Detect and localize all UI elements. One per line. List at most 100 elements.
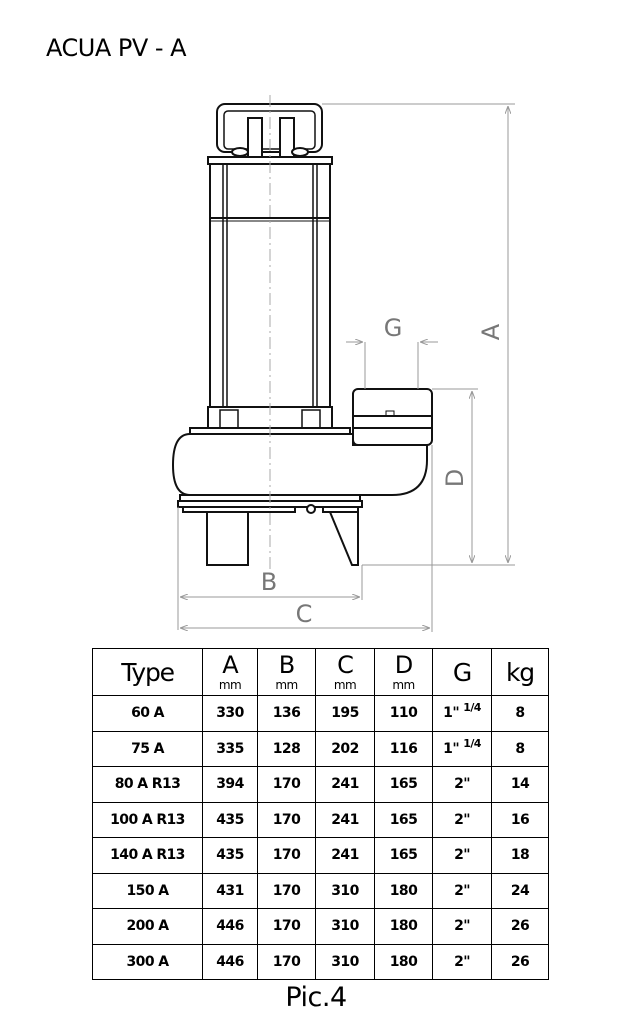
cell-type-value: 75 A (131, 740, 164, 757)
cell-type-value: 200 A (126, 918, 170, 935)
table-row: 300 A 446 170 310 180 2" 26 (92, 943, 549, 980)
cell-b: 170 (257, 943, 316, 980)
cell-a: 446 (202, 943, 258, 980)
cell-d: 180 (374, 943, 433, 980)
cell-type: 140 A R13 (92, 837, 203, 874)
cell-c: 202 (315, 730, 375, 767)
cell-g-value: 2" (454, 811, 470, 828)
header-d-label: D (394, 651, 413, 679)
cell-b-value: 170 (272, 882, 301, 899)
cell-c-value: 241 (331, 847, 359, 864)
header-b-label: B (278, 651, 295, 679)
cell-c-value: 310 (331, 882, 359, 899)
cell-g-value: 2" (454, 776, 470, 793)
dimension-label-g: G (384, 314, 403, 342)
cell-g: 2" (432, 766, 492, 803)
cell-g: 1" 1/4 (432, 730, 492, 767)
page-title: ACUA PV - A (46, 34, 187, 62)
cell-type-value: 80 A R13 (114, 776, 181, 793)
cell-a-value: 335 (216, 740, 244, 757)
cell-a-value: 431 (216, 882, 244, 899)
cell-g-value: 1" (443, 705, 460, 722)
cell-c-value: 310 (331, 918, 359, 935)
cell-c-value: 202 (331, 740, 359, 757)
header-g: G (432, 648, 492, 696)
cell-d-value: 180 (389, 953, 418, 970)
cell-g-fraction: 1/4 (463, 701, 481, 715)
header-a-label: A (222, 651, 238, 679)
table-row: 150 A 431 170 310 180 2" 24 (92, 872, 549, 909)
cell-c: 241 (315, 801, 375, 838)
cell-b: 170 (257, 766, 316, 803)
cell-c: 241 (315, 837, 375, 874)
cell-kg-value: 26 (510, 918, 530, 935)
cell-kg-value: 26 (510, 953, 530, 970)
cell-kg: 24 (491, 872, 549, 909)
cell-type-value: 300 A (126, 953, 170, 970)
cell-b: 136 (257, 695, 316, 732)
cell-kg: 26 (491, 943, 549, 980)
cell-a: 330 (202, 695, 258, 732)
cell-type: 60 A (92, 695, 203, 732)
cell-kg-value: 16 (510, 811, 530, 828)
cell-g: 1" 1/4 (432, 695, 492, 732)
cell-a: 435 (202, 837, 258, 874)
cell-type: 150 A (92, 872, 203, 909)
cell-d: 180 (374, 908, 433, 945)
cell-d-value: 180 (389, 918, 418, 935)
cell-type: 300 A (92, 943, 203, 980)
dimension-label-c: C (296, 600, 313, 628)
cell-g: 2" (432, 872, 492, 909)
cell-kg: 16 (491, 801, 549, 838)
cell-b-value: 170 (272, 776, 301, 793)
cell-c-value: 310 (331, 953, 359, 970)
cell-type: 100 A R13 (92, 801, 203, 838)
cell-b: 170 (257, 872, 316, 909)
cell-b-value: 128 (272, 740, 301, 757)
cell-d-value: 116 (389, 740, 418, 757)
cell-a-value: 446 (216, 953, 244, 970)
cell-c: 310 (315, 943, 375, 980)
dimension-label-b: B (261, 568, 277, 596)
cell-c: 310 (315, 872, 375, 909)
cell-a: 335 (202, 730, 258, 767)
cell-kg: 14 (491, 766, 549, 803)
cell-b-value: 170 (272, 811, 301, 828)
cell-d-value: 180 (389, 882, 418, 899)
cell-type: 75 A (92, 730, 203, 767)
cell-d-value: 165 (389, 811, 418, 828)
cell-a-value: 394 (216, 776, 244, 793)
cell-type: 80 A R13 (92, 766, 203, 803)
cell-kg-value: 24 (510, 882, 530, 899)
cell-kg-value: 14 (510, 776, 530, 793)
cell-d: 110 (374, 695, 433, 732)
header-type: Type (92, 648, 203, 696)
cell-kg: 26 (491, 908, 549, 945)
cell-kg-value: 8 (515, 705, 525, 722)
cell-type-value: 100 A R13 (110, 811, 185, 828)
cell-b: 170 (257, 908, 316, 945)
cell-d: 165 (374, 801, 433, 838)
cell-type: 200 A (92, 908, 203, 945)
cell-type-value: 140 A R13 (110, 847, 185, 864)
cell-a: 435 (202, 801, 258, 838)
dimension-lines (177, 103, 515, 632)
cell-d-value: 165 (389, 776, 418, 793)
cell-kg: 8 (491, 730, 549, 767)
figure-caption: Pic.4 (285, 982, 347, 1013)
cell-g: 2" (432, 943, 492, 980)
cell-kg-value: 18 (510, 847, 530, 864)
header-b-unit: mm (275, 678, 298, 692)
cell-b-value: 170 (272, 847, 301, 864)
cell-g: 2" (432, 837, 492, 874)
cell-a: 431 (202, 872, 258, 909)
dimension-label-d: D (441, 469, 469, 487)
cell-a-value: 435 (216, 847, 244, 864)
